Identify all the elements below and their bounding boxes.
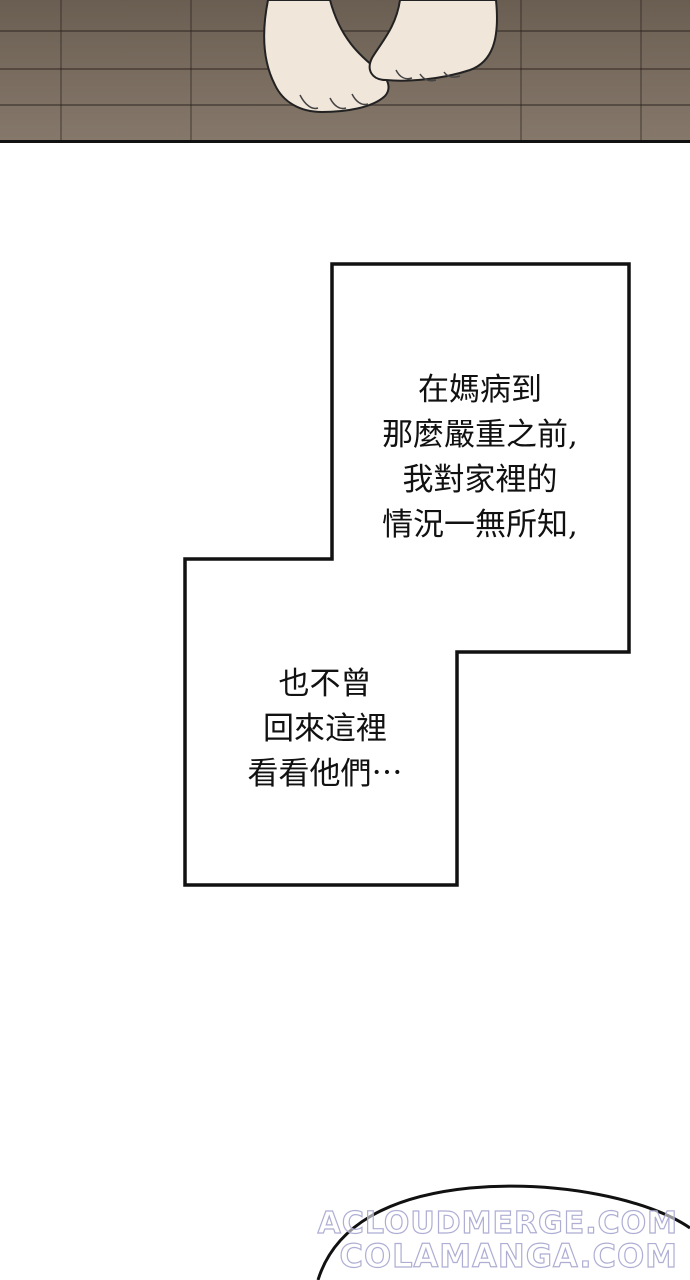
floor-plank-seam bbox=[60, 0, 62, 140]
caption-text-2: 也不曾 回來這裡 看看他們⋯ bbox=[247, 666, 403, 792]
floor-plank-seam bbox=[190, 0, 192, 140]
bare-feet-illustration bbox=[263, 0, 498, 114]
caption-text-1: 在媽病到 那麼嚴重之前, 我對家裡的 情況一無所知, bbox=[382, 372, 578, 543]
floor-panel bbox=[0, 0, 690, 143]
floor-plank-seam bbox=[520, 0, 522, 140]
watermark-line-2: COLAMANGA.COM bbox=[339, 1236, 678, 1275]
floor-plank-seam bbox=[640, 0, 642, 140]
watermark-line-1: ACLOUDMERGE.COM bbox=[317, 1205, 678, 1241]
floor-plank-line bbox=[0, 30, 690, 32]
